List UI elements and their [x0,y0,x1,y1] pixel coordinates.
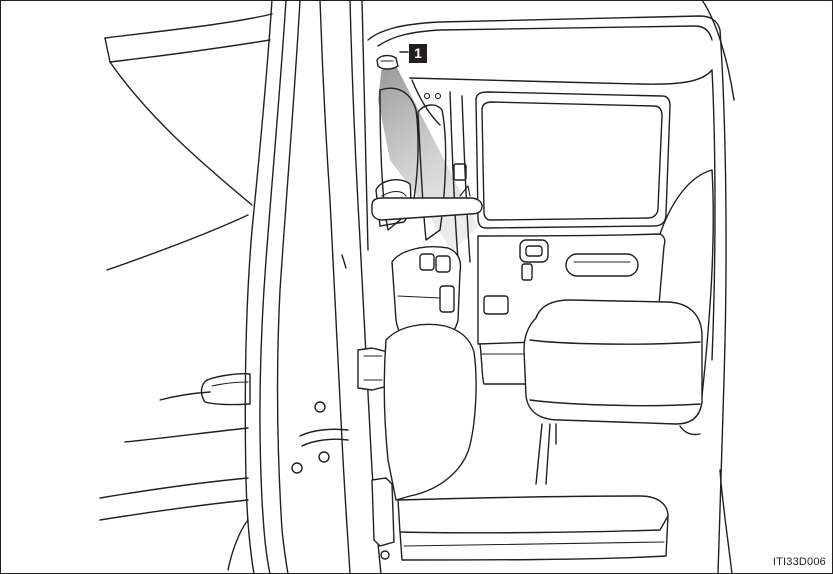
sliding-door-edge [245,0,394,574]
rear-seat [524,170,713,484]
interior-lamp [377,52,408,69]
callout-number-badge: 1 [409,44,427,63]
image-code-label: ITI33D006 [773,556,826,568]
rear-window [476,92,670,228]
